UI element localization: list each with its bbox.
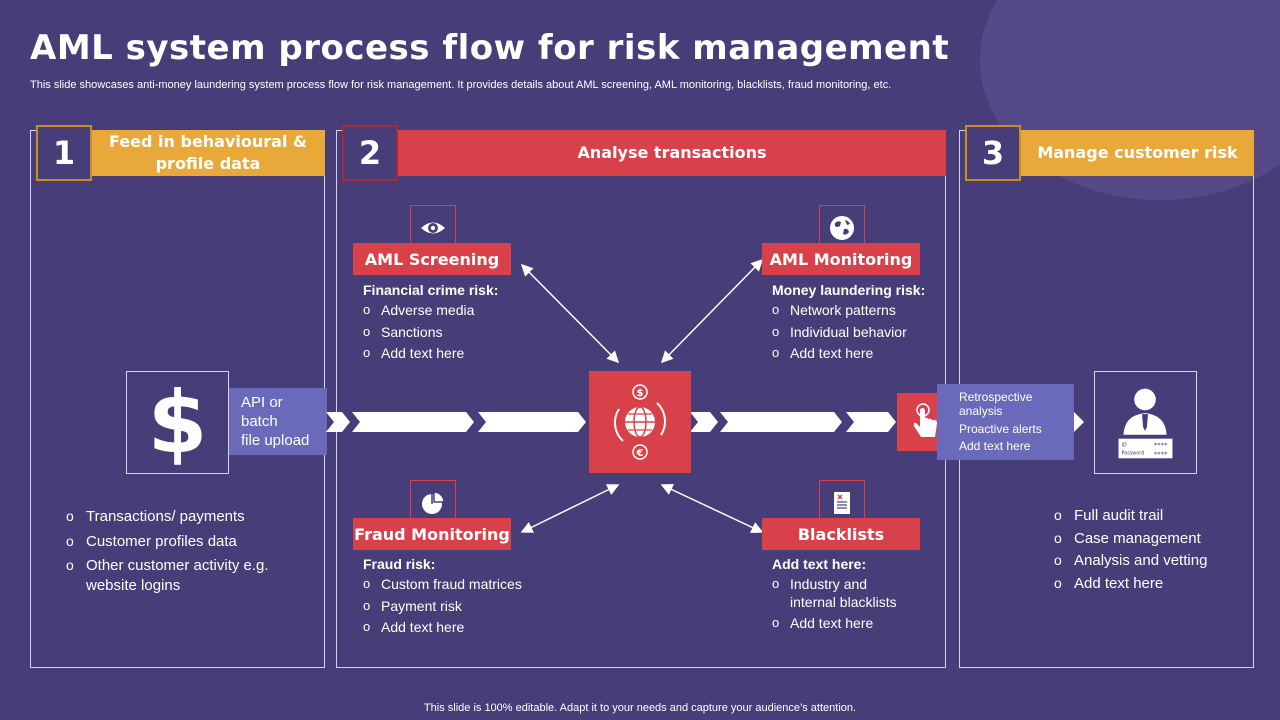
pie-chart-icon (422, 491, 445, 514)
step1-number: 1 (36, 125, 92, 181)
list-item: Transactions/ payments (66, 507, 316, 527)
hub-dollar-symbol: $ (637, 388, 644, 399)
hub-euro-symbol: € (636, 448, 644, 459)
eye-icon (421, 222, 445, 234)
api-line2: batch (241, 412, 278, 430)
list-item: Adverse media (363, 302, 498, 320)
step1-list: Transactions/ payments Customer profiles… (66, 507, 316, 595)
user-id-icon: ID **** Password **** (1118, 388, 1173, 458)
analysis-hub: $ € (589, 371, 691, 473)
list-item: Proactive alerts (959, 421, 1042, 436)
footer-note: This slide is 100% editable. Adapt it to… (423, 702, 857, 714)
aml-monitoring-block: Money laundering risk: Network patterns … (772, 282, 925, 367)
fraud-monitoring-heading: Fraud risk: (363, 556, 436, 572)
fraud-monitoring-label: Fraud Monitoring (353, 518, 511, 550)
flow-chevron (478, 412, 586, 432)
step2-title: Analyse transactions (577, 143, 767, 163)
list-item: Add text here (772, 615, 897, 633)
dollar-icon: $ (147, 372, 208, 473)
aml-monitoring-heading: Money laundering risk: (772, 282, 926, 298)
list-item: Sanctions (363, 324, 498, 342)
flow-chevron (1074, 412, 1084, 432)
step3-header: Manage customer risk (1021, 130, 1254, 176)
id-value: **** (1154, 442, 1168, 450)
document-icon (834, 492, 850, 514)
step1-title-line1: Feed in behavioural & (109, 132, 307, 152)
globe-icon (830, 216, 854, 240)
id-label: ID (1121, 443, 1126, 449)
step3-number: 3 (965, 125, 1021, 181)
list-item: Full audit trail (1054, 506, 1249, 526)
flow-chevron (326, 412, 350, 432)
list-item: Add text here (1054, 574, 1249, 594)
dollar-box: $ (126, 371, 229, 474)
list-item: Customer profiles data (66, 532, 316, 552)
pie-chart-icon-frame (410, 480, 456, 526)
aml-monitoring-label: AML Monitoring (762, 243, 920, 275)
list-item: Add text here (772, 345, 925, 363)
list-item: Add text here (363, 345, 498, 363)
list-item: Custom fraud matrices (363, 576, 522, 594)
step1-header: Feed in behavioural & profile data (91, 130, 325, 176)
api-line3: file upload (241, 431, 310, 449)
list-item: Add text here (959, 439, 1031, 454)
list-item: Add text here (363, 619, 522, 637)
password-label: Password (1121, 450, 1144, 456)
flow-chevron (846, 412, 896, 432)
blacklists-heading: Add text here: (772, 556, 867, 572)
customer-profile-box: ID **** Password **** (1094, 371, 1197, 474)
page-subtitle: This slide showcases anti-money launderi… (30, 79, 892, 91)
api-upload-box: API or batch file upload (229, 388, 327, 455)
flow-chevron (720, 412, 842, 432)
step3-list: Full audit trail Case management Analysi… (1054, 506, 1249, 598)
list-item: Network patterns (772, 302, 925, 320)
aml-screening-block: Financial crime risk: Adverse media Sanc… (363, 282, 498, 367)
fraud-monitoring-block: Fraud risk: Custom fraud matrices Paymen… (363, 556, 522, 641)
list-item: Analysis and vetting (1054, 551, 1249, 571)
flow-chevron (352, 412, 474, 432)
list-item: Case management (1054, 529, 1249, 549)
aml-screening-label: AML Screening (353, 243, 511, 275)
step2-header: Analyse transactions (398, 130, 946, 176)
list-item: Other customer activity e.g.website logi… (66, 556, 316, 595)
step1-title-line2: profile data (155, 154, 261, 173)
step2-number: 2 (342, 125, 398, 181)
password-value: **** (1154, 450, 1168, 458)
hand-pointer-icon (913, 403, 937, 437)
globe-exchange-icon: $ € (613, 384, 667, 460)
aml-screening-heading: Financial crime risk: (363, 282, 499, 298)
blacklists-label: Blacklists (762, 518, 920, 550)
api-line1: API or (241, 394, 283, 411)
list-item: Payment risk (363, 598, 522, 616)
flow-chevron (690, 412, 718, 432)
page-title: AML system process flow for risk managem… (30, 28, 950, 68)
list-item: Individual behavior (772, 324, 925, 342)
eye-icon-frame (410, 205, 456, 251)
step3-title: Manage customer risk (1037, 143, 1238, 163)
